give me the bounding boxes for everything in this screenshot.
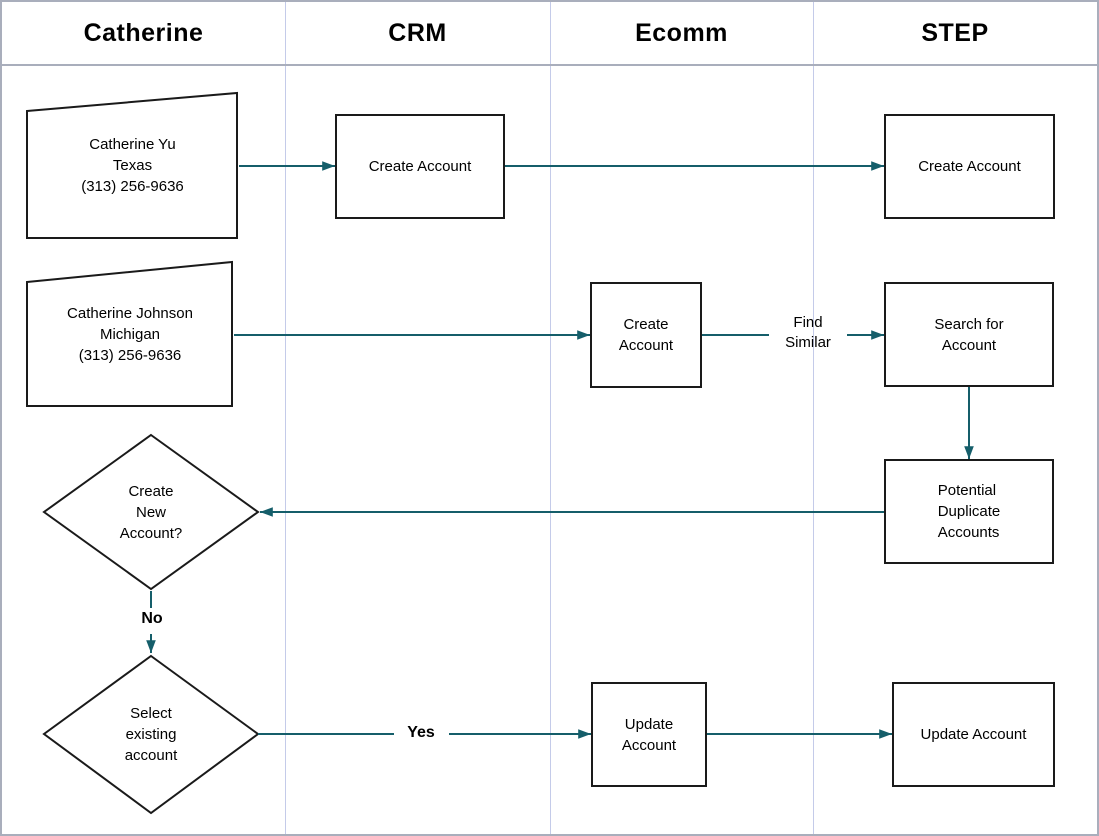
lane-header-catherine: Catherine [83, 19, 204, 47]
header-separator [2, 64, 1097, 66]
node-ecomm-create-account: Create Account [590, 282, 702, 388]
node-label: Create Account [618, 316, 674, 354]
lane-divider [550, 2, 551, 834]
lane-header-ecomm: Ecomm [635, 19, 728, 47]
node-label: Create Account [368, 158, 472, 175]
lane-header-step: STEP [921, 19, 989, 47]
node-label: Update Account [920, 726, 1027, 743]
decision-diamond-shape [42, 433, 260, 591]
decision-diamond-shape [42, 654, 260, 815]
edge-label-no: No [141, 610, 163, 627]
node-step-create-account: Create Account [884, 114, 1055, 219]
node-label: Catherine Johnson Michigan (313) 256-963… [67, 304, 193, 364]
edge-label-yes: Yes [407, 724, 435, 741]
node-label: Catherine Yu Texas (313) 256-9636 [81, 136, 184, 195]
node-label: Search for Account [934, 315, 1004, 354]
edge-label-find-similar: Find Similar [785, 314, 831, 351]
node-label: Potential Duplicate Accounts [937, 482, 1001, 541]
node-label: Create New Account? [119, 482, 183, 542]
manual-input-shape [26, 91, 238, 239]
node-label: Create Account [918, 158, 1021, 175]
lane-header-crm: CRM [388, 19, 447, 47]
node-step-update-account: Update Account [892, 682, 1055, 787]
node-label: Update Account [621, 715, 677, 754]
node-crm-create-account: Create Account [335, 114, 505, 219]
node-label: Select existing account [124, 705, 178, 764]
manual-input-shape [26, 260, 233, 407]
lane-divider [285, 2, 286, 834]
node-customer-johnson: Catherine Johnson Michigan (313) 256-963… [26, 260, 234, 408]
node-ecomm-update-account: Update Account [591, 682, 707, 787]
node-decision-create-new-account: Create New Account? [42, 433, 260, 591]
node-step-potential-duplicates: Potential Duplicate Accounts [884, 459, 1054, 564]
node-decision-select-existing-account: Select existing account [42, 654, 260, 815]
node-customer-yu: Catherine Yu Texas (313) 256-9636 [26, 91, 239, 240]
lane-divider [813, 2, 814, 834]
node-step-search-account: Search for Account [884, 282, 1054, 387]
